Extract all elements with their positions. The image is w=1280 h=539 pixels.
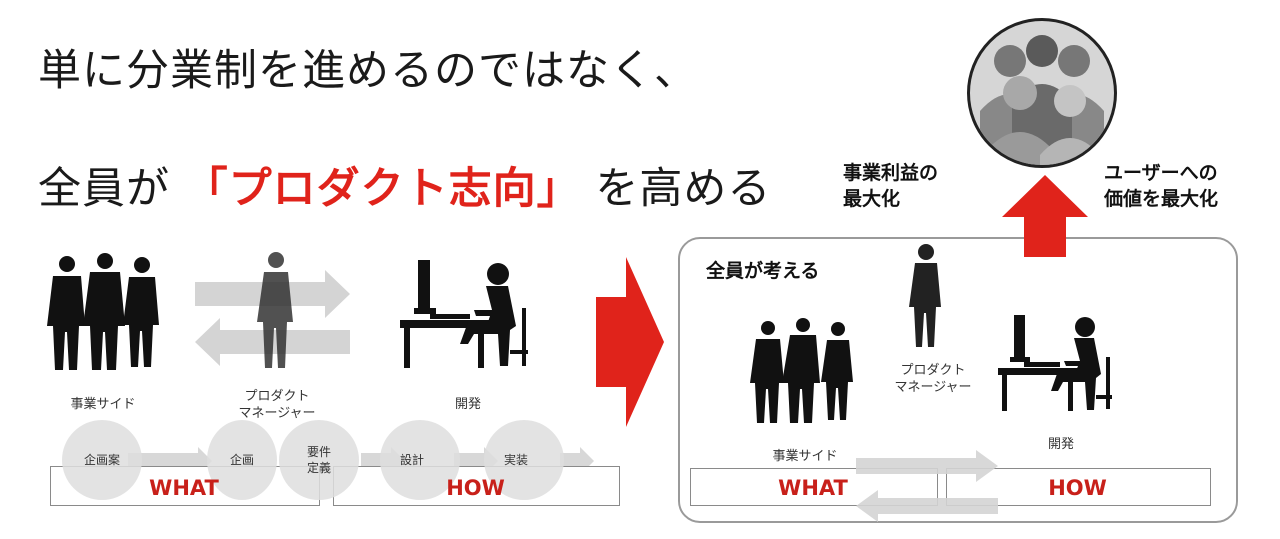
panel-title: 全員が考える [706, 258, 819, 284]
left-what-label: WHAT [50, 476, 318, 500]
left-pm-label-2: マネージャー [238, 406, 315, 421]
step-label: 企画 [210, 452, 274, 468]
headline-line2-suffix: を高める [595, 164, 771, 214]
business-profit-line1: 事業利益の [843, 162, 938, 184]
right-what-label: WHAT [690, 476, 936, 500]
right-dev-label: 開発 [1026, 436, 1096, 453]
right-business-label: 事業サイド [760, 448, 850, 465]
headline-highlight: 「プロダクト志向」 [185, 164, 581, 214]
right-pm-label-1: プロダクト [900, 363, 965, 378]
left-pm-label-1: プロダクト [244, 389, 309, 404]
left-business-label: 事業サイド [58, 396, 148, 413]
developer-icon [400, 258, 535, 370]
left-dev-label: 開発 [428, 396, 508, 413]
up-arrow-icon [1000, 175, 1090, 257]
user-value-label: ユーザーへの価値を最大化 [1104, 160, 1218, 212]
left-how-label: HOW [333, 476, 618, 500]
user-value-line1: ユーザーへの [1104, 162, 1218, 184]
right-pm-label-2: マネージャー [894, 380, 971, 395]
step-label: 企画案 [70, 452, 134, 468]
business-team-icon [45, 252, 165, 372]
user-value-line2: 価値を最大化 [1104, 188, 1218, 210]
transition-arrow-icon [596, 257, 666, 427]
users-group-icon [970, 21, 1114, 165]
users-group-avatar [967, 18, 1117, 168]
business-profit-label: 事業利益の最大化 [843, 160, 938, 212]
headline-line2: 全員が 「プロダクト志向」 を高める [38, 154, 771, 216]
right-how-label: HOW [946, 476, 1209, 500]
product-manager-icon [252, 250, 302, 380]
left-pm-label: プロダクトマネージャー [222, 388, 332, 422]
developer-icon [998, 313, 1118, 413]
right-pm-label: プロダクトマネージャー [878, 362, 988, 396]
step-label: 実装 [484, 452, 548, 468]
step-label: 要件 定義 [287, 444, 351, 476]
headline-line2-prefix: 全員が [38, 164, 170, 214]
business-profit-line2: 最大化 [843, 188, 900, 210]
business-team-icon [750, 318, 858, 430]
product-manager-icon [906, 243, 946, 358]
step-label: 設計 [380, 452, 444, 468]
headline-line1: 単に分業制を進めるのではなく、 [38, 36, 698, 98]
